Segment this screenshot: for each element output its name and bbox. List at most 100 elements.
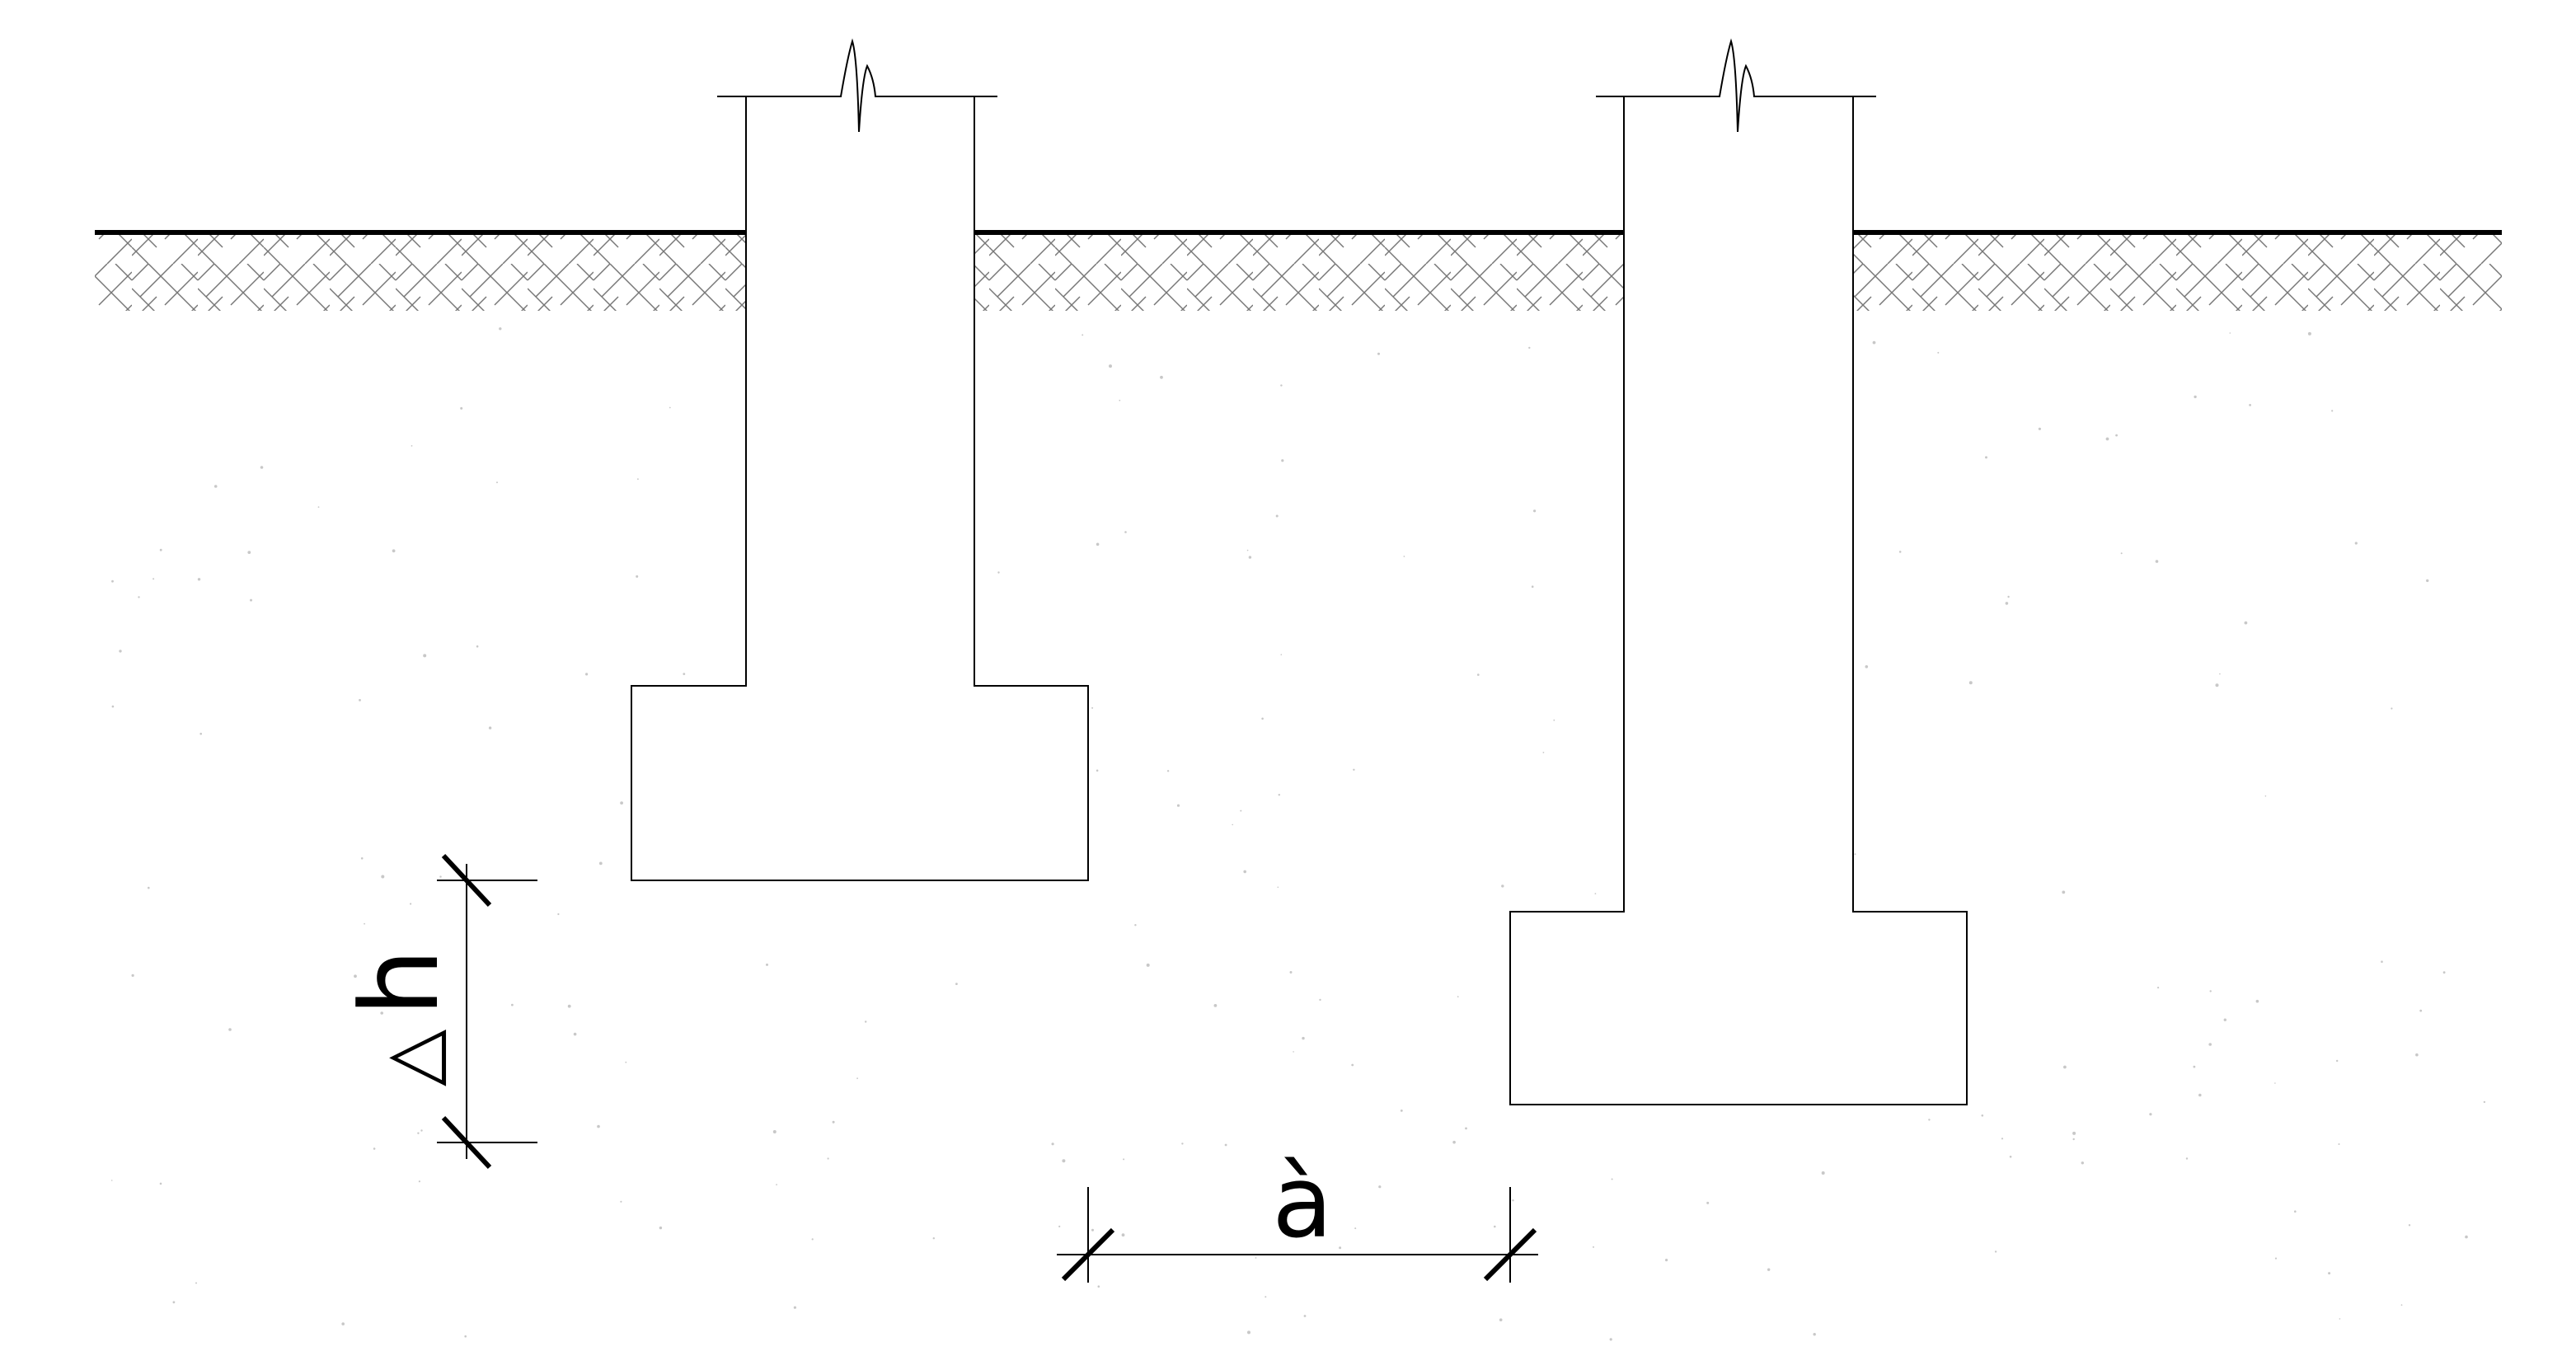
soil-speckle bbox=[620, 1200, 622, 1203]
soil-speckle bbox=[410, 903, 412, 905]
soil-speckle bbox=[341, 1322, 345, 1325]
soil-speckle bbox=[1533, 509, 1537, 513]
soil-speckle bbox=[1706, 1201, 1710, 1204]
soil-speckle bbox=[1854, 853, 1856, 856]
soil-speckle bbox=[2198, 1093, 2202, 1097]
soil-speckle bbox=[159, 1182, 162, 1185]
soil-speckle bbox=[496, 481, 498, 484]
soil-speckle bbox=[1051, 1142, 1054, 1146]
soil-speckle bbox=[2255, 999, 2259, 1003]
soil-speckle bbox=[2442, 971, 2446, 974]
soil-speckle bbox=[131, 974, 134, 977]
soil-speckle bbox=[955, 983, 958, 985]
soil-speckle bbox=[1096, 769, 1099, 772]
soil-speckle bbox=[138, 596, 140, 598]
soil-speckle bbox=[1243, 870, 1246, 874]
soil-speckle bbox=[195, 1282, 197, 1284]
soil-speckle bbox=[354, 974, 357, 978]
soil-speckle bbox=[1240, 809, 1242, 812]
height-difference-dimension: △ h bbox=[337, 853, 537, 1170]
soil-speckle bbox=[2105, 437, 2109, 441]
soil-speckle bbox=[111, 705, 115, 708]
soil-speckle bbox=[669, 406, 671, 409]
soil-speckle bbox=[2274, 1082, 2276, 1084]
soil-speckle bbox=[625, 1061, 627, 1063]
soil-speckle bbox=[2483, 1100, 2486, 1104]
soil-speckle bbox=[2063, 1065, 2067, 1069]
soil-speckle bbox=[2426, 579, 2429, 583]
soil-speckle bbox=[247, 551, 251, 554]
soil-speckle bbox=[1968, 681, 1973, 685]
soil-speckle bbox=[1319, 998, 1321, 1002]
soil-speckle bbox=[832, 1120, 835, 1124]
soil-speckle bbox=[1280, 384, 1283, 387]
soil-speckle bbox=[1109, 364, 1112, 368]
soil-speckle bbox=[1261, 717, 1264, 720]
soil-speckle bbox=[1303, 1315, 1307, 1317]
soil-speckle bbox=[511, 1003, 514, 1006]
soil-speckle bbox=[1293, 1051, 1294, 1053]
soil-speckle bbox=[2328, 1272, 2331, 1275]
soil-speckle bbox=[1512, 1199, 1514, 1202]
soil-speckle bbox=[2336, 1059, 2339, 1063]
horizontal-distance-label: à bbox=[1272, 1146, 1333, 1260]
soil-speckle bbox=[1985, 456, 1987, 459]
soil-speckle bbox=[2009, 1156, 2012, 1158]
soil-speckle bbox=[2005, 602, 2009, 605]
soil-speckle bbox=[2072, 1131, 2076, 1135]
soil-speckle bbox=[360, 857, 364, 860]
soil-speckle bbox=[2081, 1161, 2084, 1165]
soil-speckle bbox=[2209, 990, 2212, 992]
soil-speckle bbox=[1275, 514, 1279, 518]
soil-speckle bbox=[1265, 1296, 1267, 1298]
soil-speckle bbox=[380, 1011, 384, 1015]
soil-speckle bbox=[1354, 1227, 1357, 1230]
soil-speckle bbox=[2149, 1113, 2152, 1116]
soil-speckle bbox=[1981, 1114, 1984, 1117]
soil-speckle bbox=[1609, 1338, 1612, 1341]
soil-speckle bbox=[1277, 886, 1279, 889]
soil-speckle bbox=[1281, 459, 1284, 462]
soil-speckle bbox=[1339, 1246, 1342, 1250]
soil-speckle bbox=[392, 995, 396, 998]
soil-speckle bbox=[1124, 531, 1127, 533]
soil-speckle bbox=[199, 732, 202, 735]
soil-speckle bbox=[1176, 804, 1180, 807]
soil-speckle bbox=[152, 578, 155, 580]
soil-speckle bbox=[573, 1032, 577, 1036]
soil-speckle bbox=[2249, 404, 2252, 406]
soil-speckle bbox=[1898, 551, 1902, 553]
soil-speckle bbox=[620, 801, 623, 805]
soil-speckle bbox=[2244, 621, 2248, 625]
soil-speckle bbox=[2400, 1304, 2403, 1306]
soil-speckle bbox=[2120, 552, 2123, 555]
soil-speckle bbox=[1123, 1158, 1125, 1161]
soil-speckle bbox=[460, 406, 463, 410]
soil-speckle bbox=[2208, 1043, 2212, 1046]
soil-speckle bbox=[2215, 683, 2219, 687]
soil-speckle bbox=[2408, 1224, 2411, 1227]
right-column-break-symbol bbox=[1596, 38, 1876, 133]
soil-speckle bbox=[197, 578, 201, 581]
soil-speckle bbox=[1353, 768, 1355, 771]
soil-speckle bbox=[1082, 334, 1084, 336]
left-column-break-symbol bbox=[717, 38, 997, 133]
soil-speckle bbox=[499, 327, 502, 331]
soil-speckle bbox=[2419, 1009, 2423, 1012]
soil-speckle bbox=[1553, 719, 1555, 721]
soil-speckle bbox=[1937, 351, 1940, 354]
soil-speckle bbox=[585, 673, 589, 676]
soil-speckle bbox=[811, 1238, 814, 1241]
soil-speckle bbox=[683, 673, 686, 675]
horizontal-distance-dimension: à bbox=[1057, 1146, 1538, 1283]
soil-speckle bbox=[1119, 399, 1121, 401]
soil-speckle bbox=[865, 1020, 867, 1023]
soil-speckle bbox=[1865, 665, 1869, 669]
soil-speckle bbox=[659, 1226, 663, 1230]
soil-speckle bbox=[2391, 707, 2393, 710]
soil-speckle bbox=[2007, 595, 2010, 598]
height-difference-letter: h bbox=[337, 949, 462, 1016]
soil-speckle bbox=[567, 1004, 571, 1008]
soil-speckle bbox=[1377, 352, 1380, 355]
soil-speckle bbox=[997, 571, 1000, 574]
